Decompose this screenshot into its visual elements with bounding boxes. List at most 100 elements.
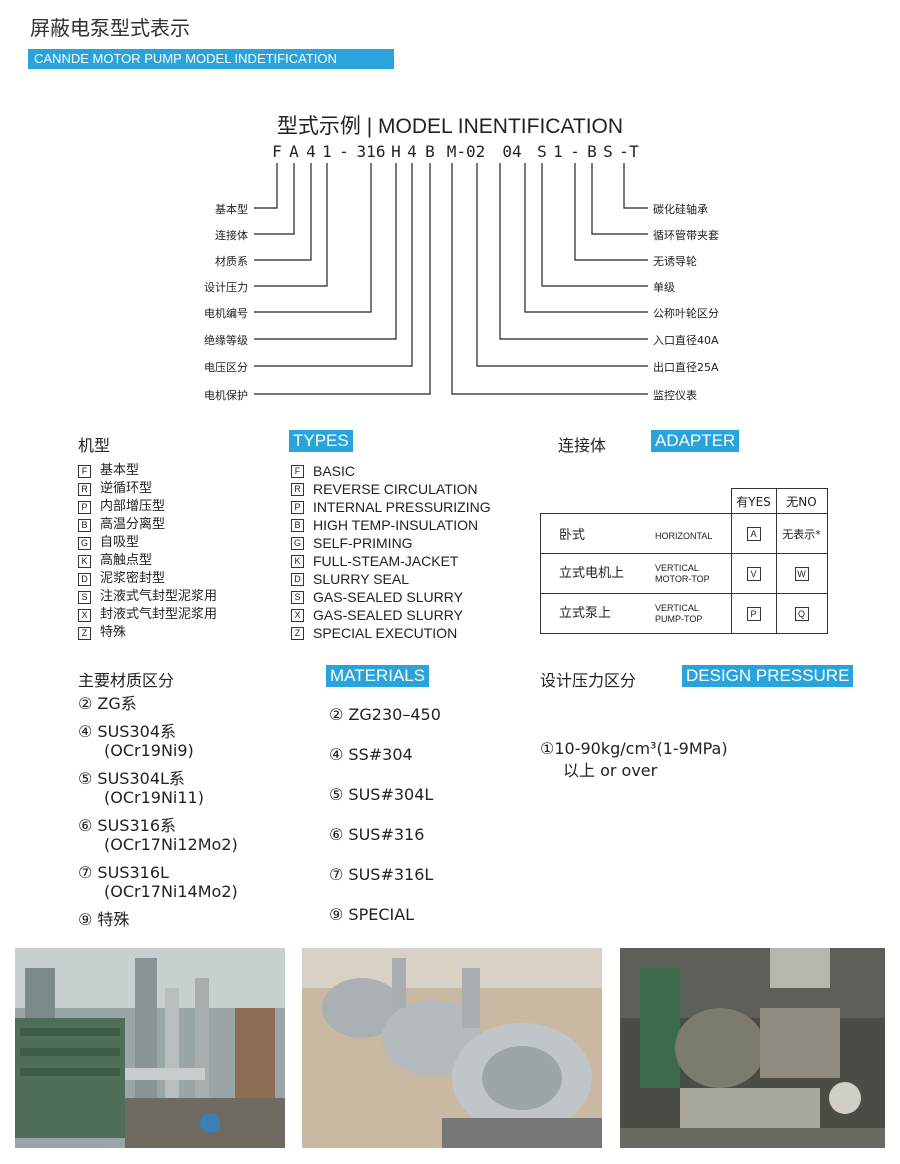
type-letter-box: R (78, 482, 91, 496)
list-item: D 泥浆密封型 (78, 570, 217, 588)
photo-pump-row (302, 948, 602, 1148)
material-cn-line2: (OCr17Ni14Mo2) (104, 882, 238, 901)
type-letter-box: D (78, 572, 91, 586)
adapter-row-cn: 立式泵上 (559, 606, 612, 622)
type-en-label: SELF-PRIMING (313, 535, 413, 551)
list-item: ⑨ SPECIAL (329, 905, 415, 924)
type-letter-box: K (291, 554, 304, 568)
label-outlet: 出口直径25A (653, 361, 719, 374)
type-letter-box: B (78, 518, 91, 532)
label-basic-type: 基本型 (215, 203, 248, 216)
type-letter-box: S (291, 590, 304, 604)
type-en-label: SPECIAL EXECUTION (313, 625, 458, 641)
adapter-yes-cell: P (730, 593, 777, 634)
types-title-cn: 机型 (78, 436, 111, 455)
photo-industrial-site (15, 948, 285, 1148)
label-no-inducer: 无诱导轮 (653, 255, 697, 268)
code-segment: A (289, 142, 299, 161)
materials-en-list: ② ZG230–450 ④ SS#304 ⑤ SUS#304L ⑥ SUS#31… (329, 705, 441, 945)
types-title-en: TYPES (289, 430, 353, 452)
type-cn-label: 泥浆密封型 (100, 571, 166, 586)
type-letter-box: F (291, 464, 304, 478)
type-cn-label: 逆循环型 (100, 481, 153, 496)
type-cn-label: 封液式气封型泥浆用 (100, 607, 218, 622)
code-segment: T (629, 142, 639, 161)
label-voltage: 电压区分 (204, 361, 248, 374)
material-cn-line1: ④ SUS304系 (78, 722, 176, 741)
code-segment: 1 (322, 142, 332, 161)
photo-installed-pump (620, 948, 885, 1148)
type-cn-label: 自吸型 (100, 535, 140, 550)
code-segment: - (619, 142, 629, 161)
model-title: 型式示例 | MODEL INENTIFICATION (276, 115, 624, 138)
type-letter-box: S (78, 590, 91, 604)
label-motor-protection: 电机保护 (204, 389, 248, 402)
type-letter-box: R (291, 482, 304, 496)
list-item: ④ SS#304 (329, 745, 413, 764)
list-item: ⑥ SUS#316 (329, 825, 425, 844)
pressure-title-en: DESIGN PRESSURE (682, 665, 854, 687)
list-item: ④ SUS304系(OCr19Ni9) (78, 722, 238, 760)
adapter-row-label: 立式泵上 VERTICAL PUMP-TOP (540, 593, 732, 634)
adapter-yes-code: A (746, 527, 761, 541)
label-jacket: 循环管带夹套 (653, 229, 719, 242)
material-cn-line1: ⑥ SUS316系 (78, 816, 176, 835)
type-cn-label: 高触点型 (100, 553, 153, 568)
adapter-no-cell: 无表示* (775, 513, 828, 554)
code-segment: M-02 (446, 142, 486, 161)
adapter-row-cn: 立式电机上 (559, 566, 625, 582)
list-item: B 高温分离型 (78, 516, 217, 534)
type-letter-box: P (291, 500, 304, 514)
type-letter-box: G (291, 536, 304, 550)
code-segment: F (272, 142, 282, 161)
list-item: Z SPECIAL EXECUTION (291, 624, 491, 642)
materials-title-en: MATERIALS (326, 665, 430, 687)
label-insulation-class: 绝缘等级 (204, 334, 248, 347)
adapter-yes-code: V (746, 567, 761, 581)
list-item: G SELF-PRIMING (291, 534, 491, 552)
material-cn-line1: ⑤ SUS304L系 (78, 769, 185, 788)
type-cn-label: 高温分离型 (100, 517, 166, 532)
label-single-stage: 单级 (653, 281, 675, 294)
list-item: ⑦ SUS316L(OCr17Ni14Mo2) (78, 863, 238, 901)
adapter-no-cell: Q (775, 593, 828, 634)
list-item: K 高触点型 (78, 552, 217, 570)
type-en-label: REVERSE CIRCULATION (313, 481, 478, 497)
list-item: ⑨ 特殊 (78, 910, 238, 929)
type-en-label: GAS-SEALED SLURRY (313, 589, 463, 605)
type-letter-box: D (291, 572, 304, 586)
code-segment: 4 (306, 142, 316, 161)
material-cn-line2: (OCr19Ni9) (104, 741, 194, 760)
pressure-value: ①10-90kg/cm³(1-9MPa) (540, 739, 728, 758)
adapter-title-cn: 连接体 (558, 436, 607, 455)
adapter-row-en: HORIZONTAL (655, 531, 713, 541)
adapter-col-no: 无NO (775, 488, 828, 514)
material-cn-line1: ② ZG系 (78, 694, 137, 713)
type-letter-box: Z (291, 626, 304, 640)
code-segment: 04 (502, 142, 522, 161)
adapter-no-cell: W (775, 553, 828, 594)
type-en-label: GAS-SEALED SLURRY (313, 607, 463, 623)
label-adapter: 连接体 (215, 229, 248, 242)
type-letter-box: F (78, 464, 91, 478)
photo-industrial-site-image (15, 948, 285, 1148)
type-letter-box: K (78, 554, 91, 568)
adapter-row-en: VERTICAL PUMP-TOP (655, 602, 703, 624)
adapter-col-yes: 有YES (730, 488, 777, 514)
page-title-cn: 屏蔽电泵型式表示 (30, 16, 190, 40)
list-item: ⑤ SUS304L系(OCr19Ni11) (78, 769, 238, 807)
label-impeller: 公称叶轮区分 (653, 307, 719, 320)
code-segment: B (425, 142, 435, 161)
list-item: R 逆循环型 (78, 480, 217, 498)
material-cn-line1: ⑦ SUS316L (78, 863, 169, 882)
